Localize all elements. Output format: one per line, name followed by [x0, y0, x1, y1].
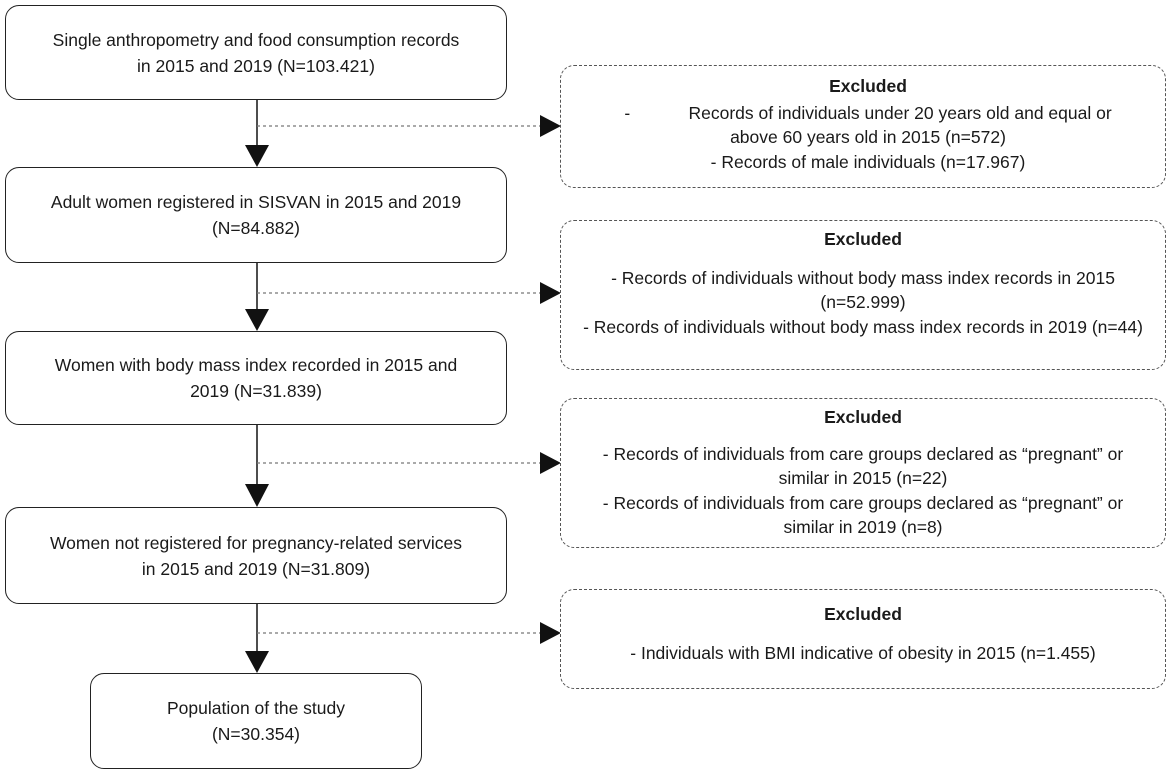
excluded-2-item-2: - Records of individuals without body ma…	[583, 316, 1143, 337]
step-3-box: Women with body mass index recorded in 2…	[5, 331, 507, 425]
excluded-1-item-2: - Records of male individuals (n=17.967)	[710, 151, 1026, 172]
excluded-title-4: Excluded	[824, 604, 902, 624]
arrowhead-down-1	[245, 145, 269, 167]
excluded-3-item-1: - Records of individuals from care group…	[602, 443, 1124, 489]
step-2-line2: (N=84.882)	[211, 218, 301, 238]
arrowhead-side-3	[540, 452, 561, 474]
arrowhead-side-4	[540, 622, 561, 644]
excluded-title-3: Excluded	[824, 407, 902, 427]
step-4-box: Women not registered for pregnancy-relat…	[5, 507, 507, 604]
excluded-title-1: Excluded	[829, 76, 907, 96]
step-1-box: Single anthropometry and food consumptio…	[5, 5, 507, 100]
arrowhead-side-2	[540, 282, 561, 304]
excluded-box-2: Excluded - Records of individuals withou…	[560, 220, 1166, 370]
arrowhead-down-2	[245, 309, 269, 331]
step-1-line2: in 2015 and 2019 (N=103.421)	[137, 55, 375, 76]
arrowhead-down-4	[245, 651, 269, 673]
excluded-box-4: Excluded - Individuals with BMI indicati…	[560, 589, 1166, 689]
step-3-line1: Women with body mass index recorded in 2…	[54, 355, 458, 375]
step-5-box: Population of the study (N=30.354)	[90, 673, 422, 769]
step-1-line1: Single anthropometry and food consumptio…	[52, 29, 460, 50]
step-5-line1: Population of the study	[166, 698, 346, 718]
step-2-line1: Adult women registered in SISVAN in 2015…	[50, 192, 462, 212]
step-4-line2: in 2015 and 2019 (N=31.809)	[141, 558, 371, 579]
excluded-box-3: Excluded - Records of individuals from c…	[560, 398, 1166, 548]
excluded-title-2: Excluded	[824, 229, 902, 249]
excluded-4-item-1: - Individuals with BMI indicative of obe…	[630, 642, 1096, 663]
excluded-2-item-1: - Records of individuals without body ma…	[611, 267, 1115, 313]
arrowhead-down-3	[245, 484, 269, 507]
excluded-box-1: Excluded - Records of individuals under …	[560, 65, 1166, 188]
arrowhead-side-1	[540, 115, 561, 137]
excluded-1-item-1: - Records of individuals under 20 years …	[624, 102, 1112, 148]
excluded-3-item-2: - Records of individuals from care group…	[602, 492, 1124, 538]
step-2-box: Adult women registered in SISVAN in 2015…	[5, 167, 507, 263]
step-5-line2: (N=30.354)	[211, 724, 301, 744]
step-3-line2: 2019 (N=31.839)	[190, 381, 322, 401]
step-4-line1: Women not registered for pregnancy-relat…	[49, 532, 463, 553]
